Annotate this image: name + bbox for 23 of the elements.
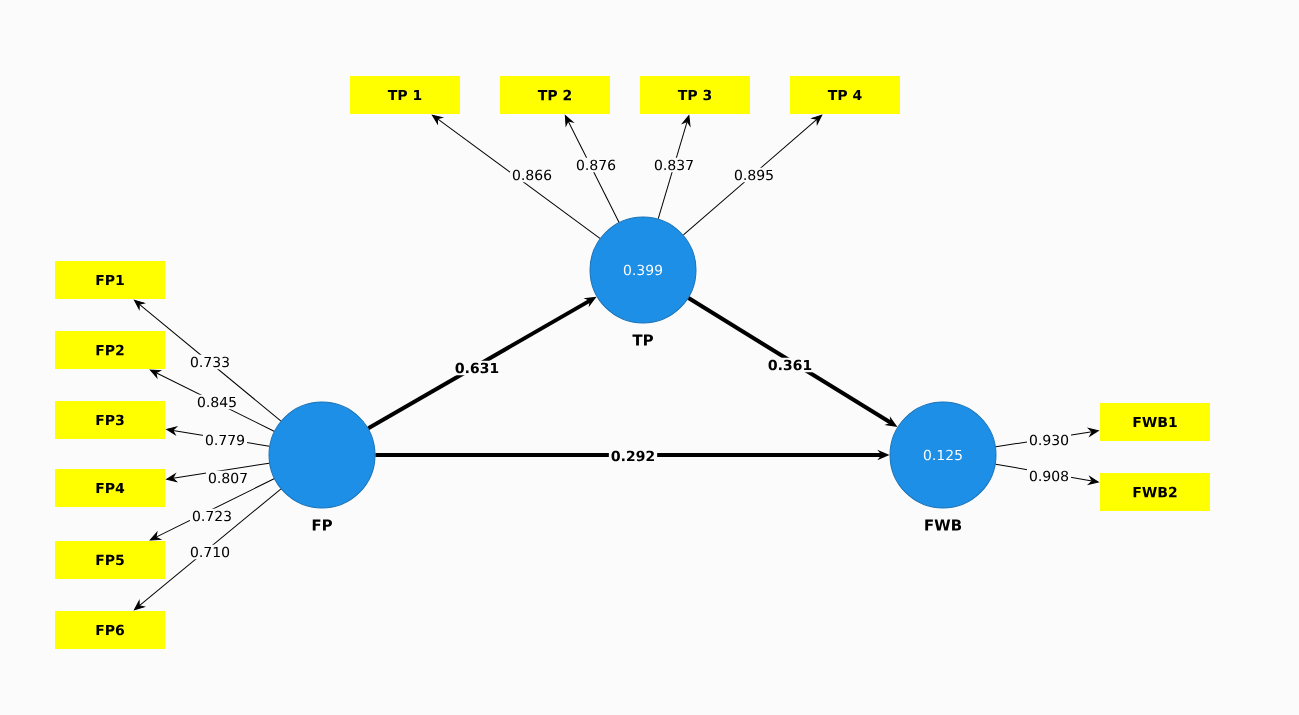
indicator-box: FWB2 bbox=[1100, 473, 1210, 511]
indicator-box: FWB1 bbox=[1100, 403, 1210, 441]
indicator-box: FP4 bbox=[55, 469, 165, 507]
arrow bbox=[564, 115, 620, 223]
indicator-box: FP5 bbox=[55, 541, 165, 579]
arrow bbox=[134, 488, 282, 611]
construct-label: TP bbox=[632, 334, 653, 346]
indicator-box: TP 3 bbox=[640, 76, 750, 114]
construct-label: FWB bbox=[925, 519, 962, 531]
arrow bbox=[134, 299, 282, 422]
arrow bbox=[431, 114, 601, 239]
arrow bbox=[166, 462, 270, 483]
indicator-box: TP 4 bbox=[790, 76, 900, 114]
arrow bbox=[682, 114, 823, 236]
construct-label: FP bbox=[312, 519, 332, 531]
indicator-box: TP 2 bbox=[500, 76, 610, 114]
indicator-box: FP6 bbox=[55, 611, 165, 649]
indicator-box: FP3 bbox=[55, 401, 165, 439]
indicator-box: TP 1 bbox=[350, 76, 460, 114]
indicator-box: FP2 bbox=[55, 331, 165, 369]
arrow bbox=[149, 478, 275, 541]
arrow bbox=[657, 115, 691, 220]
indicator-box: FP1 bbox=[55, 261, 165, 299]
